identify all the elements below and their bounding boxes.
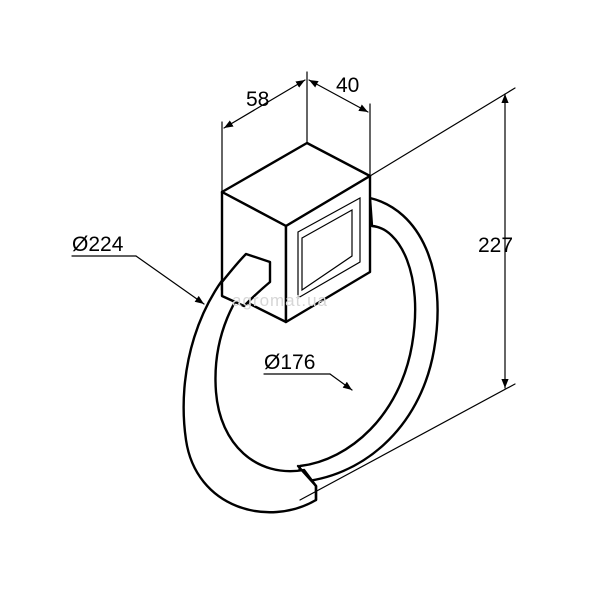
dimension-label-227: 227 bbox=[478, 234, 513, 257]
dimension-inner-diameter: Ø176 bbox=[263, 351, 353, 391]
dimension-227: 227 bbox=[478, 93, 513, 389]
extension-lines bbox=[221, 71, 516, 501]
watermark: agromat.ua bbox=[232, 291, 328, 310]
dimension-label-outer-diameter: Ø224 bbox=[72, 233, 124, 256]
dimension-40: 40 bbox=[308, 74, 369, 113]
dimension-label-inner-diameter: Ø176 bbox=[264, 351, 315, 374]
dimension-58: 58 bbox=[223, 79, 306, 129]
dimension-label-40: 40 bbox=[336, 74, 359, 97]
mounting-block bbox=[220, 141, 372, 324]
dimension-outer-diameter: Ø224 bbox=[71, 233, 205, 305]
dimension-label-58: 58 bbox=[246, 88, 269, 111]
